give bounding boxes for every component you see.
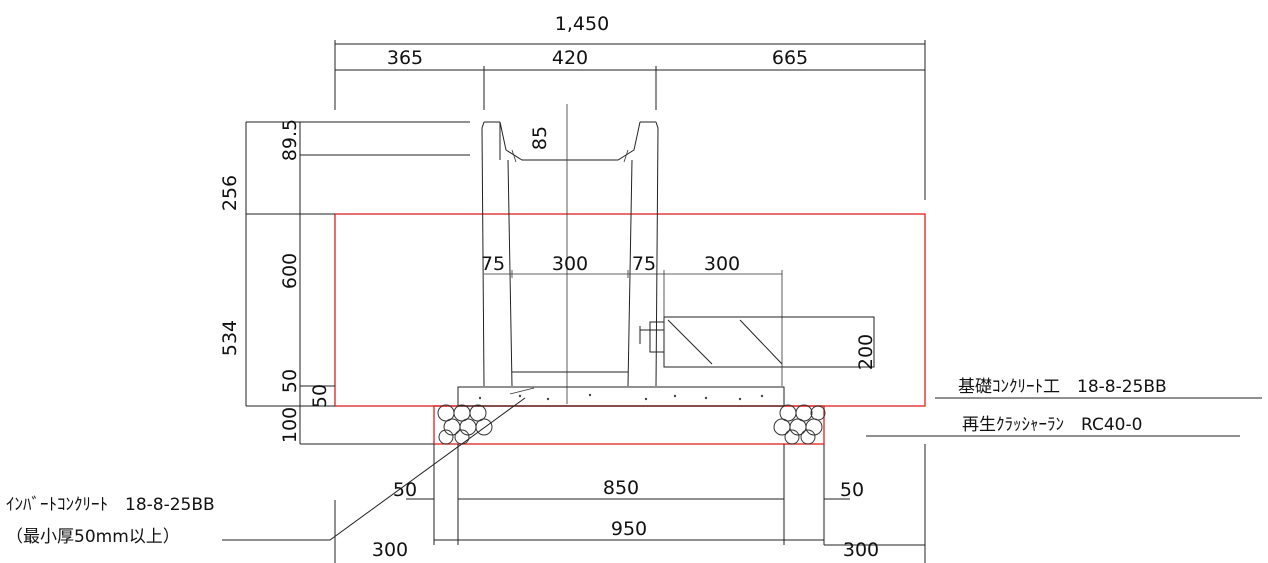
dim-lower-height: 534 [219,320,241,356]
dim-inner-75-right: 75 [632,253,656,275]
gravel-left [437,404,493,445]
dim-inner-300: 300 [552,253,588,275]
dim-total-width: 1,450 [555,13,609,35]
dim-depth-85: 85 [529,126,551,150]
dim-top-height: 256 [219,175,241,211]
dim-side-50-right: 50 [840,479,864,501]
foundation-concrete-area [334,213,926,407]
dim-left-width: 365 [387,47,423,69]
dim-side-300-right: 300 [843,539,879,561]
dim-base-100: 100 [279,407,301,443]
dim-bottom-50b: 50 [309,384,331,408]
dim-channel-width: 420 [552,47,588,69]
bottom-dimension-lines [334,444,926,563]
dim-side-300-left: 300 [372,539,408,561]
top-dimension-lines [334,40,926,200]
dim-pipe-300: 300 [704,253,740,275]
inner-dimension-lines [484,270,664,278]
dim-inner-75-left: 75 [481,253,505,275]
side-pipe [639,270,875,386]
dim-base-850: 850 [603,477,639,499]
left-dimension-lines [245,121,501,445]
dim-base-950: 950 [611,518,647,540]
base-slab [457,386,785,407]
label-recycled-crusher-run: 再生ｸﾗｯｼｬｰﾗﾝ RC40-0 [962,415,1142,435]
dim-lip-height: 89.5 [279,119,301,161]
label-foundation-concrete: 基礎ｺﾝｸﾘｰﾄ工 18-8-25BB [958,377,1167,397]
u-channel [481,104,659,404]
dim-right-width: 665 [772,47,808,69]
dim-wall-600: 600 [279,253,301,289]
label-invert-concrete: ｲﾝﾊﾞｰﾄｺﾝｸﾘｰﾄ 18-8-25BB [6,495,215,515]
label-invert-note: （最小厚50mm以上） [6,527,180,547]
dim-pipe-200: 200 [855,334,877,370]
dim-bottom-50a: 50 [279,369,301,393]
leader-lines [222,387,1262,541]
dim-side-50-left: 50 [393,479,417,501]
gravel-right [773,404,826,445]
crusher-run-area [433,404,826,445]
